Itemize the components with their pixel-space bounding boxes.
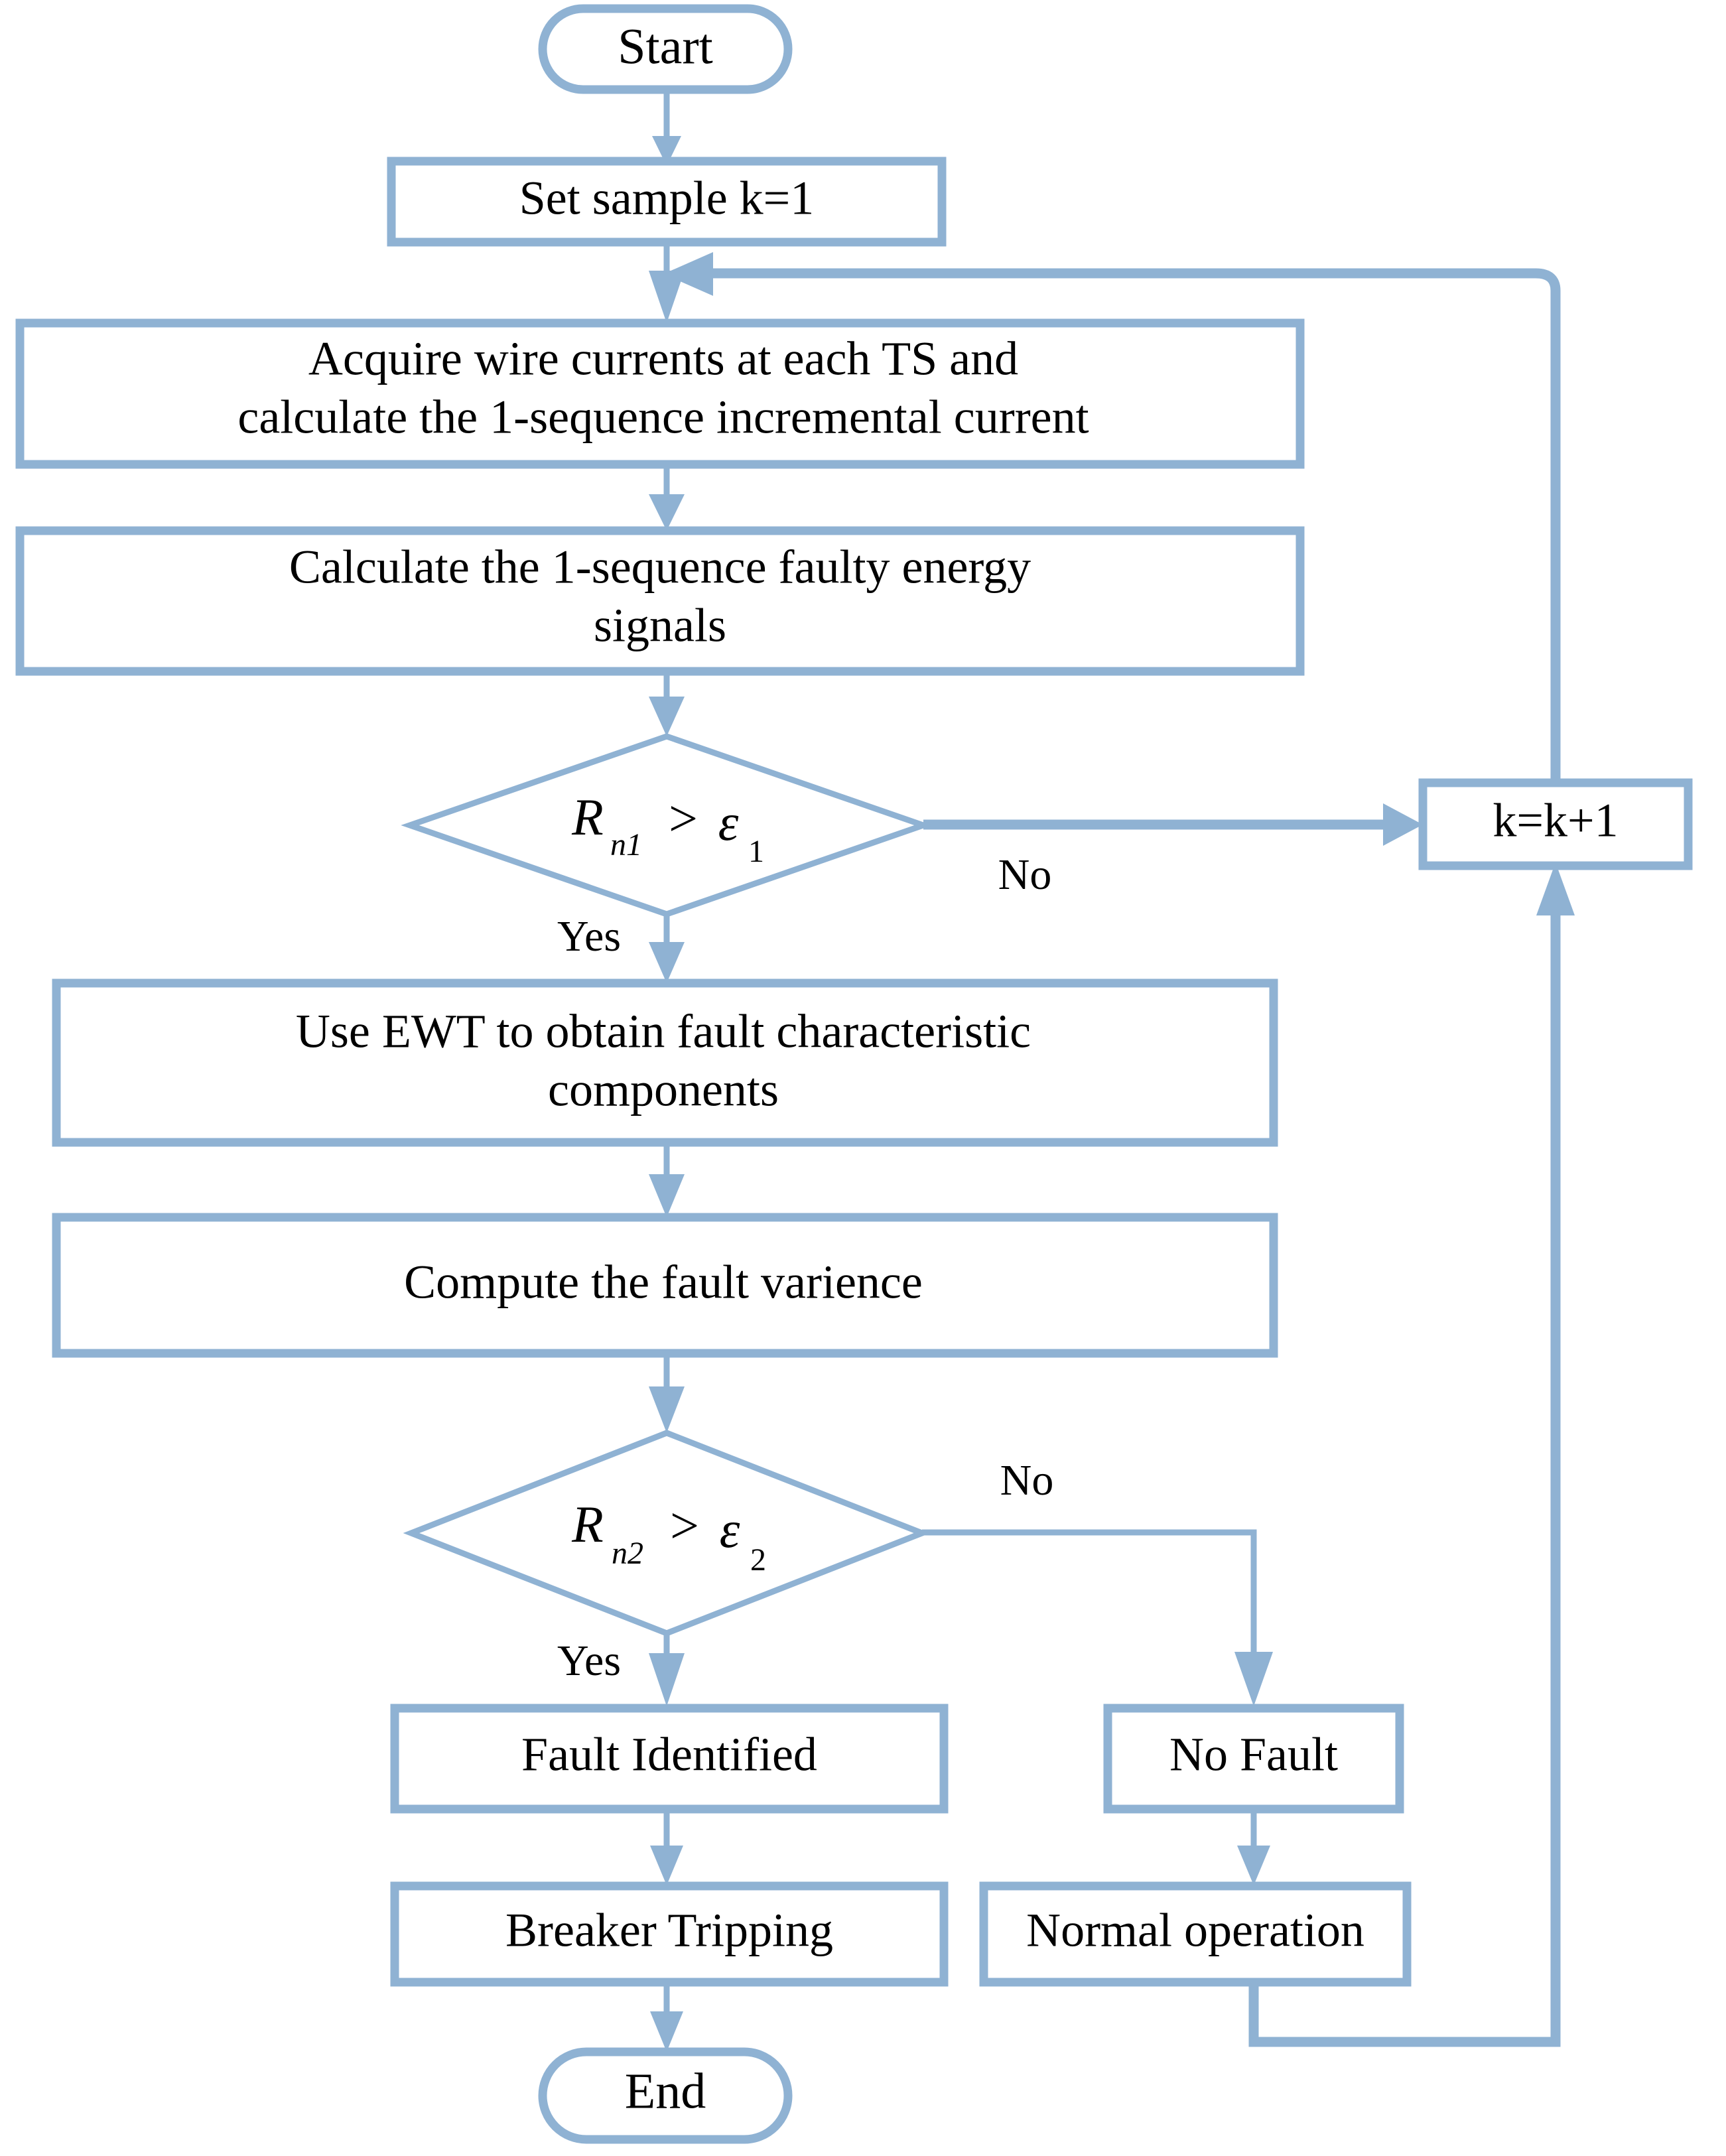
node-increment-label: k=k+1 <box>1493 794 1618 847</box>
decision2-threshold-subscript: 2 <box>750 1542 766 1578</box>
node-decision2-expression: R n2 > ε 2 <box>571 1495 766 1578</box>
node-acquire-line2: calculate the 1-sequence incremental cur… <box>237 391 1089 444</box>
decision1-threshold-subscript: 1 <box>748 834 764 869</box>
edge-fault-identified-to-breaker <box>650 1810 683 1885</box>
node-start-label: Start <box>618 19 713 74</box>
decision2-variable: R <box>571 1495 604 1553</box>
node-no-fault[interactable]: No Fault <box>1103 1704 1404 1814</box>
edge-acquire-to-calc-energy <box>649 464 685 531</box>
node-fault-identified-label: Fault Identified <box>521 1728 817 1781</box>
decision2-operator: > <box>670 1497 699 1554</box>
node-normal-operation[interactable]: Normal operation <box>979 1881 1412 1987</box>
decision2-variable-subscript: n2 <box>612 1536 643 1571</box>
node-calc-energy-line1: Calculate the 1-sequence faulty energy <box>289 541 1031 594</box>
edge-start-to-set-sample <box>652 90 681 166</box>
node-ewt[interactable]: Use EWT to obtain fault characteristic c… <box>52 978 1278 1147</box>
node-set-sample[interactable]: Set sample k=1 <box>387 157 947 247</box>
node-variance[interactable]: Compute the fault varience <box>52 1213 1278 1358</box>
edge-label-decision2-no: No <box>1000 1456 1054 1505</box>
decision2-threshold: ε <box>720 1501 740 1558</box>
decision1-variable: R <box>571 788 604 846</box>
node-breaker-tripping-label: Breaker Tripping <box>505 1904 833 1957</box>
edge-variance-to-decision2 <box>649 1353 685 1433</box>
node-ewt-line1: Use EWT to obtain fault characteristic <box>296 1005 1031 1058</box>
node-acquire-line1: Acquire wire currents at each TS and <box>308 332 1018 385</box>
edge-ewt-to-variance <box>649 1142 685 1217</box>
edge-decision1-yes-to-ewt <box>649 914 685 983</box>
node-normal-operation-label: Normal operation <box>1026 1904 1364 1957</box>
node-no-fault-label: No Fault <box>1169 1728 1338 1781</box>
edge-set-sample-to-acquire <box>649 243 685 323</box>
node-end[interactable]: End <box>538 2047 793 2144</box>
node-ewt-line2: components <box>548 1063 779 1116</box>
node-acquire[interactable]: Acquire wire currents at each TS and cal… <box>15 318 1305 469</box>
node-decision1-expression: R n1 > ε 1 <box>571 788 764 869</box>
node-start[interactable]: Start <box>538 4 793 94</box>
node-increment[interactable]: k=k+1 <box>1418 778 1693 870</box>
edge-normal-operation-return-loop <box>1248 862 1575 2047</box>
node-calc-energy-line2: signals <box>594 599 726 652</box>
decision1-variable-subscript: n1 <box>610 827 642 862</box>
edge-increment-feedback-loop <box>663 252 1561 783</box>
node-variance-label: Compute the fault varience <box>404 1256 923 1309</box>
edge-decision1-no-to-increment <box>923 803 1423 846</box>
node-calc-energy[interactable]: Calculate the 1-sequence faulty energy s… <box>15 526 1305 676</box>
edge-decision2-yes-to-fault-identified <box>649 1633 685 1706</box>
decision1-threshold: ε <box>718 793 739 851</box>
edge-label-decision1-no: No <box>998 850 1052 899</box>
edge-breaker-to-end <box>650 1982 683 2052</box>
node-end-label: End <box>625 2063 706 2119</box>
node-breaker-tripping[interactable]: Breaker Tripping <box>390 1881 949 1987</box>
decision1-operator: > <box>669 789 698 847</box>
edge-label-decision1-yes: Yes <box>557 912 621 961</box>
edge-label-decision2-yes: Yes <box>557 1637 621 1685</box>
edge-no-fault-to-normal-operation <box>1237 1810 1270 1885</box>
node-fault-identified[interactable]: Fault Identified <box>390 1704 949 1814</box>
edge-decision2-no-to-no-fault <box>922 1529 1273 1706</box>
edge-calc-energy-to-decision1 <box>649 671 685 736</box>
node-decision2[interactable]: R n2 > ε 2 <box>403 1430 931 1637</box>
node-decision1[interactable]: R n1 > ε 1 <box>401 733 933 917</box>
node-set-sample-label: Set sample k=1 <box>519 172 815 225</box>
